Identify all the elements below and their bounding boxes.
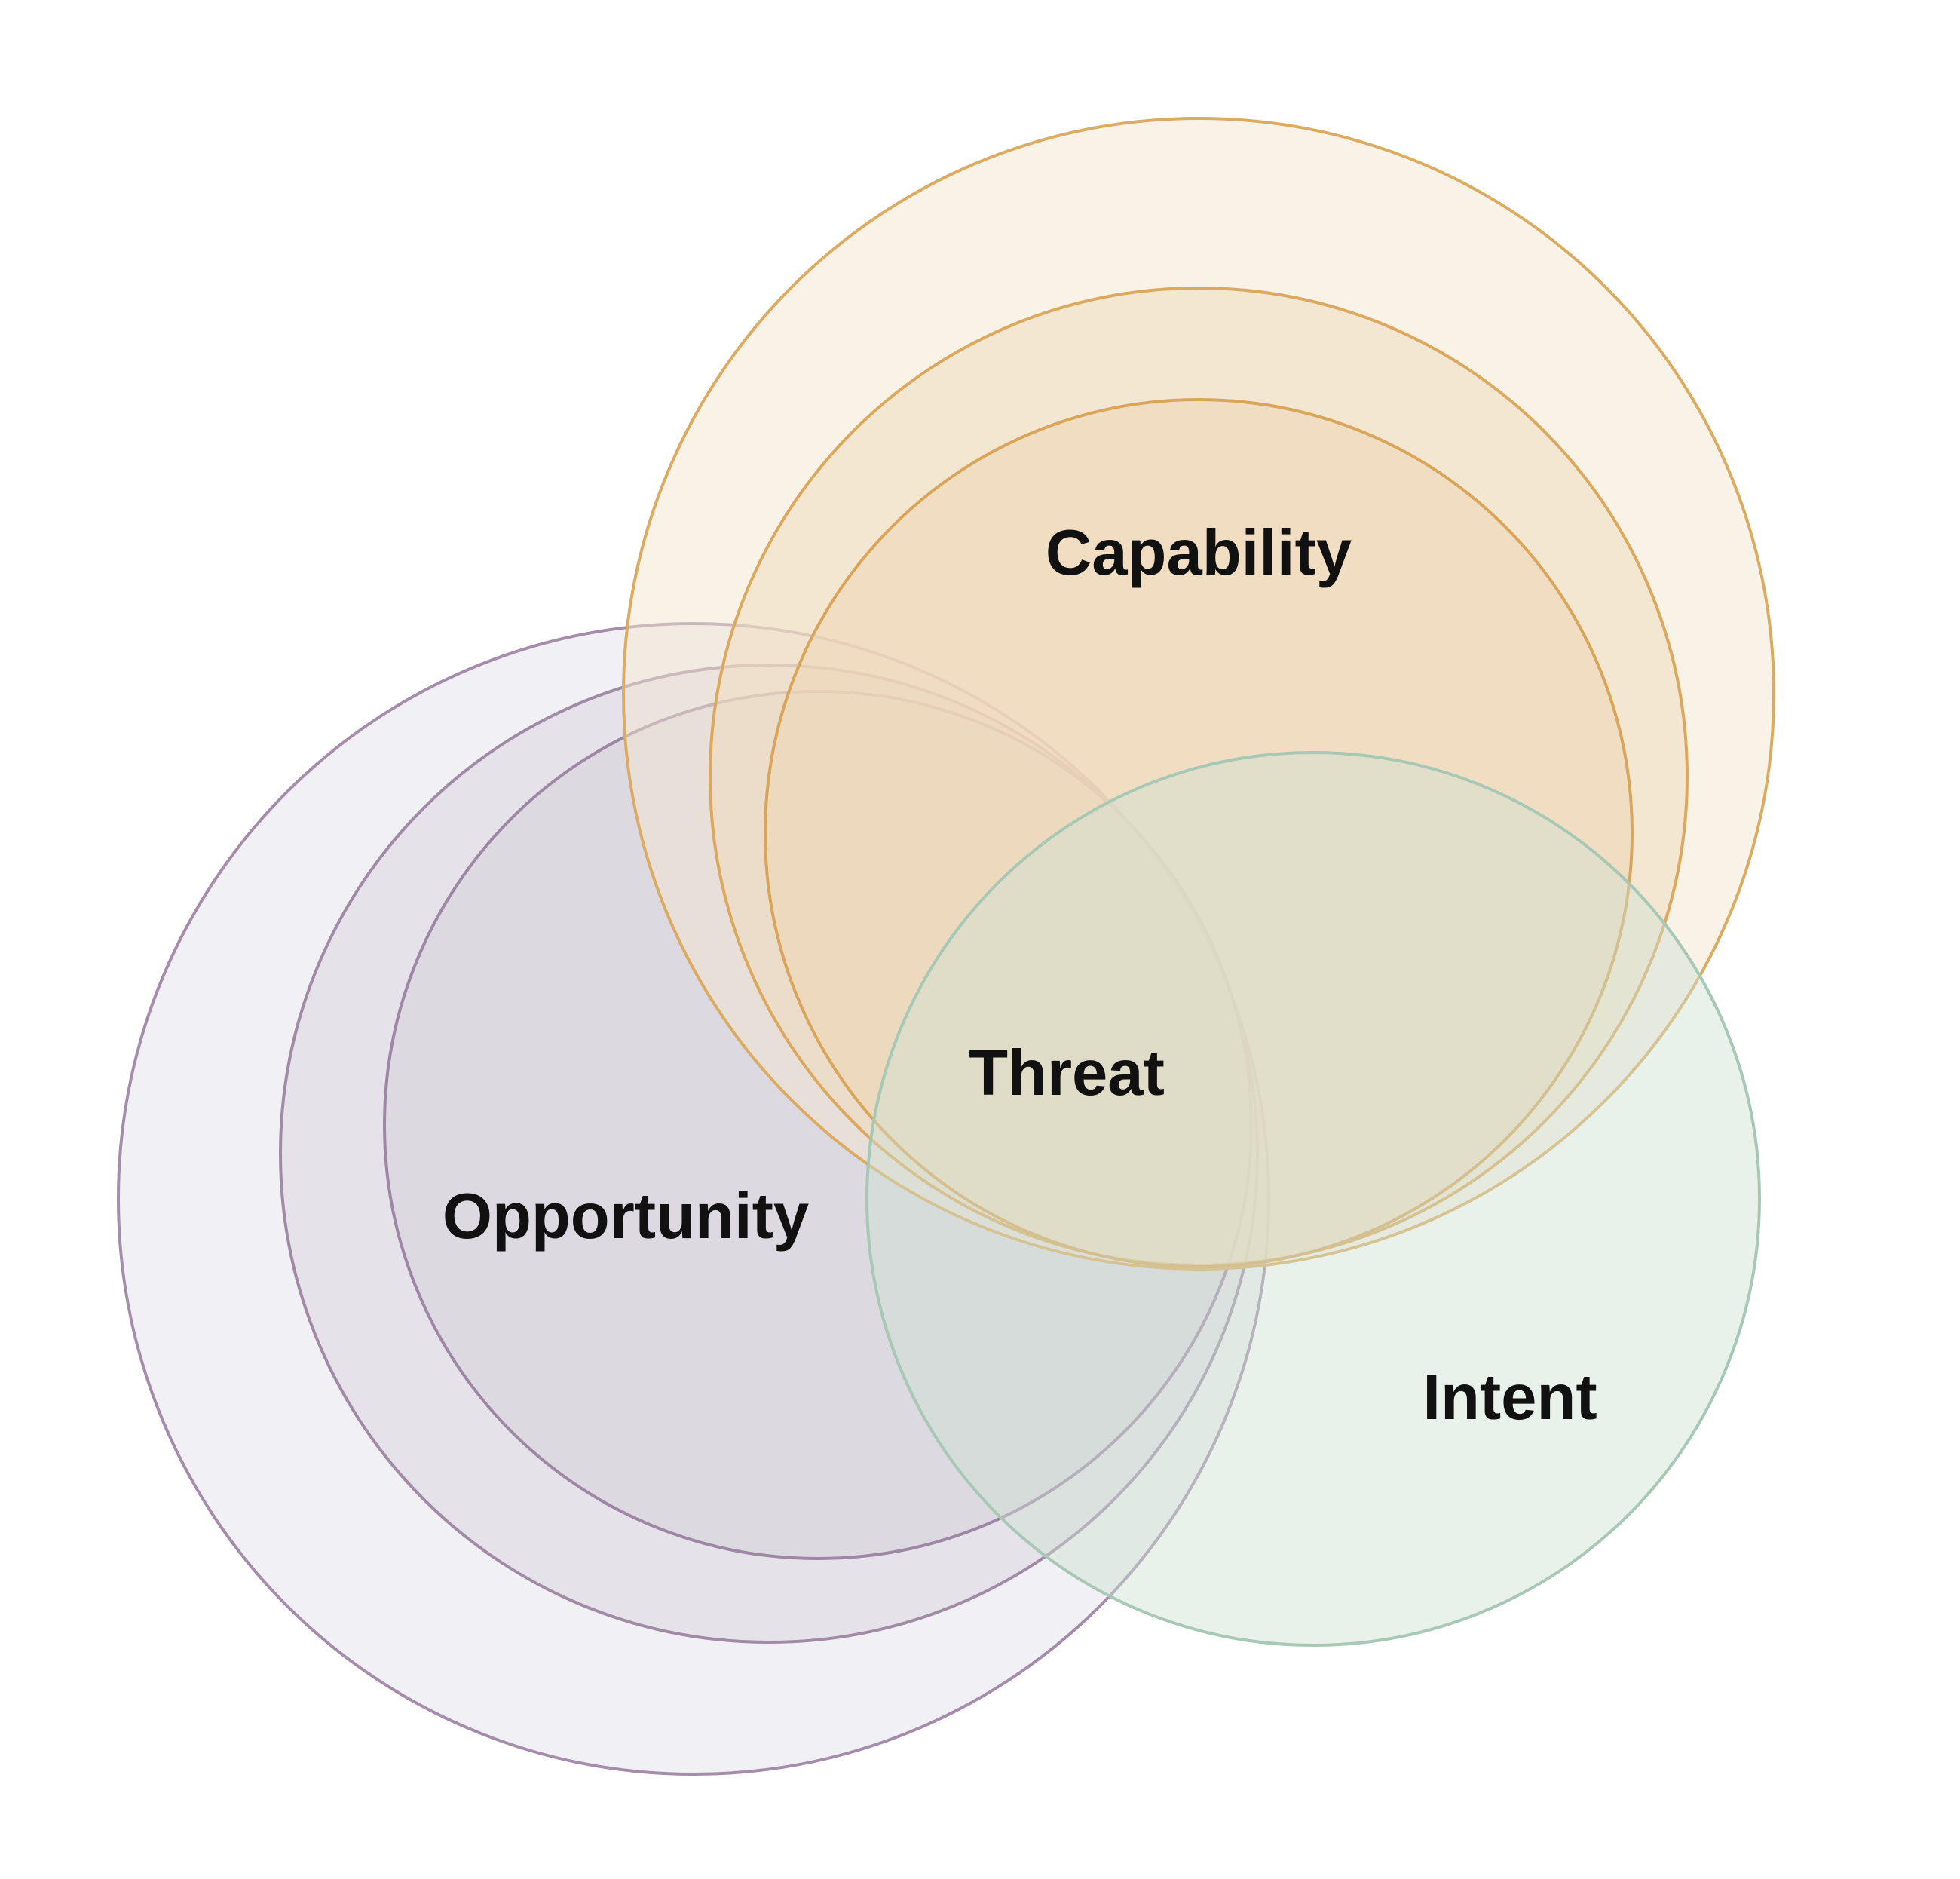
capability-label: Capability — [1046, 517, 1352, 589]
intent-label: Intent — [1423, 1362, 1597, 1433]
capability-circle-inner — [764, 398, 1634, 1268]
opportunity-label: Opportunity — [443, 1181, 809, 1252]
capability-circles — [622, 117, 1775, 1271]
intent-circle — [865, 751, 1761, 1647]
threat-label: Threat — [969, 1038, 1165, 1109]
